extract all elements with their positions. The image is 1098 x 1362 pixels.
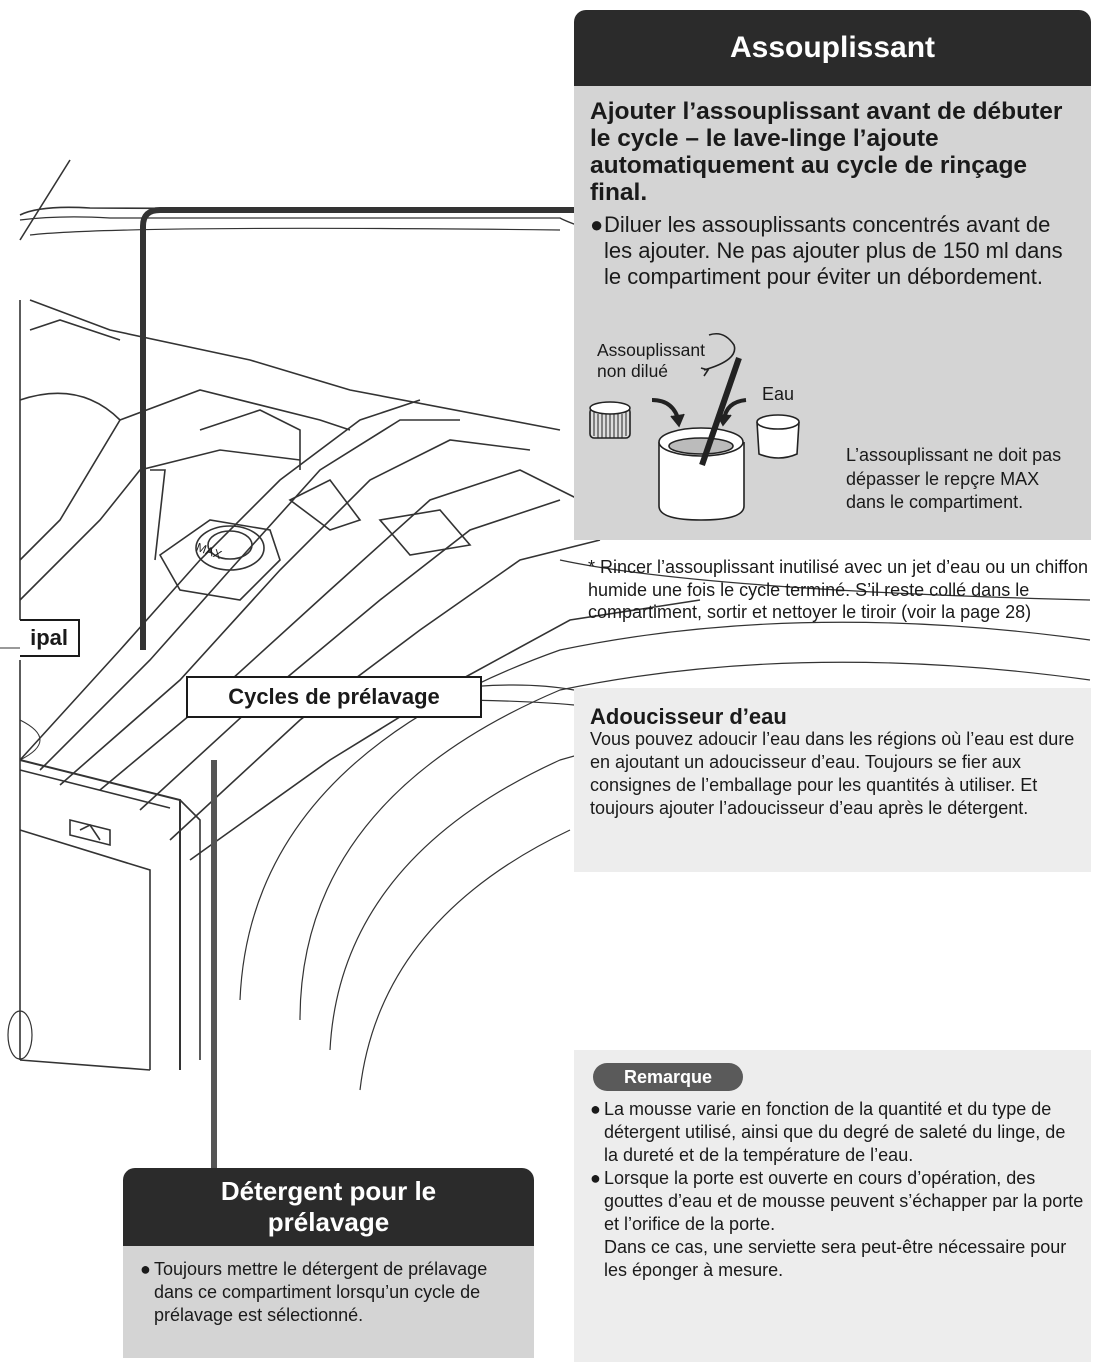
softener-lead-text: Ajouter l’assouplissant avant de débuter…: [590, 98, 1063, 206]
remark-box: [574, 1050, 1091, 1362]
remark-continuation: Dans ce cas, une serviette sera peut-êtr…: [604, 1237, 1067, 1280]
prewash-title-line1: Détergent pour le: [220, 1176, 437, 1206]
softener-footnote: * Rincer l’assouplissant inutilisé avec …: [588, 557, 1088, 622]
undiluted-softener-label: Assouplissant non dilué: [597, 340, 705, 381]
softener-dilute-bullet: ● Diluer les assouplissants concentrés a…: [590, 212, 1084, 290]
prewash-title-line2: prélavage: [267, 1207, 390, 1237]
remark-item-foam: ● La mousse varie en fonction de la quan…: [590, 1099, 1066, 1165]
remark-list: ● La mousse varie en fonction de la quan…: [590, 1098, 1084, 1282]
main-wash-label: ipal: [20, 619, 80, 657]
softener-max-note: L’assouplissant ne doit pas dépasser le …: [846, 445, 1062, 512]
prewash-detergent-header: Détergent pour le prélavage: [123, 1168, 534, 1246]
prewash-cycles-label: Cycles de prélavage: [186, 676, 482, 718]
softener-header: Assouplissant: [574, 10, 1091, 86]
remark-title: Remarque: [593, 1063, 743, 1091]
dilution-illustration: [589, 332, 800, 521]
bullet-dot: ●: [590, 1099, 601, 1119]
bullet-dot: ●: [140, 1259, 151, 1279]
remark-item-door: ● Lorsque la porte est ouverte en cours …: [590, 1168, 1084, 1234]
bullet-dot: ●: [590, 212, 604, 237]
water-softener-text: Vous pouvez adoucir l’eau dans les régio…: [590, 729, 1075, 818]
water-softener-box: [574, 688, 1091, 872]
softener-title: Assouplissant: [729, 31, 936, 64]
water-softener-title: Adoucisseur d’eau: [590, 704, 787, 729]
prewash-detergent-panel: [123, 1246, 534, 1358]
bullet-dot: ●: [590, 1168, 601, 1188]
water-label: Eau: [762, 384, 795, 404]
softener-dilute-text: Diluer les assouplissants concentrés ava…: [604, 212, 1063, 289]
prewash-detergent-bullet: ● Toujours mettre le détergent de prélav…: [140, 1259, 488, 1325]
